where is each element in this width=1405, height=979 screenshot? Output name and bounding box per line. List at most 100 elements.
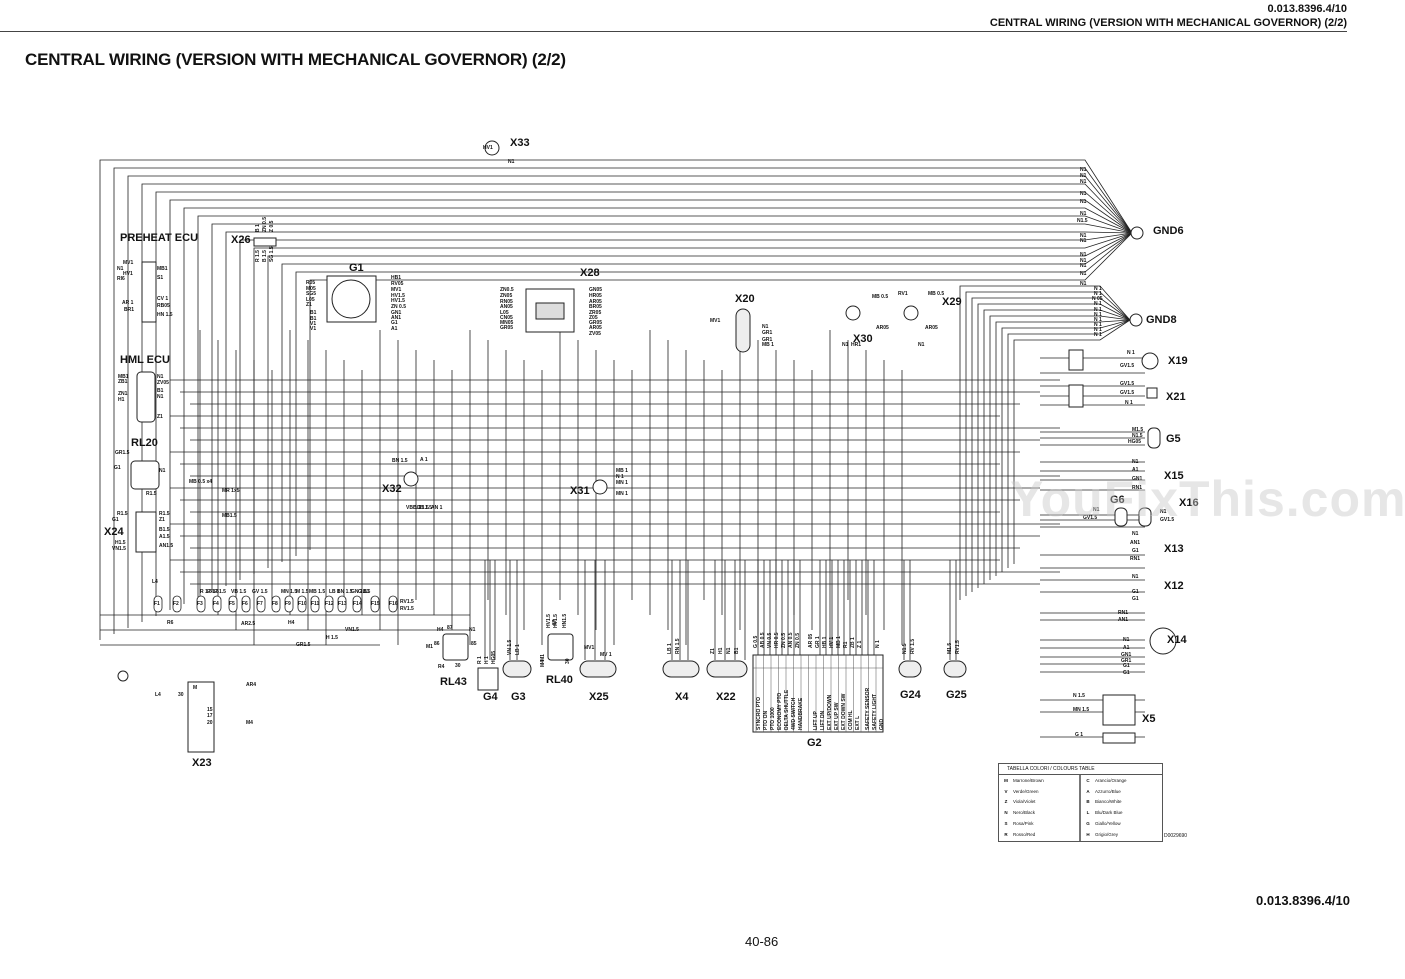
x24-connector[interactable] xyxy=(135,511,157,553)
x22-connector[interactable] xyxy=(706,660,748,678)
wire-label: M xyxy=(193,685,198,691)
wire-label: A1 xyxy=(1132,467,1139,473)
colour-code: A xyxy=(1086,788,1090,794)
wire-label: G 1 xyxy=(1075,732,1084,738)
wire-label: Z 0.5 xyxy=(269,220,275,232)
wire-label: AN1 xyxy=(1118,617,1129,623)
label-preheat-ecu: PREHEAT ECU xyxy=(120,232,199,244)
wire-label: AN1 xyxy=(1130,540,1141,546)
colour-code: G xyxy=(1086,821,1090,827)
fuse-8[interactable] xyxy=(271,595,281,613)
wire xyxy=(295,232,1133,556)
wire-label: N1.5 xyxy=(1132,433,1143,439)
wire-label: N1 xyxy=(1080,258,1087,264)
wire-label: MN 1 xyxy=(616,480,628,486)
label-g5: G5 xyxy=(1166,433,1181,445)
g6-connector[interactable] xyxy=(1114,507,1128,527)
fuse-6[interactable] xyxy=(241,595,251,613)
fuse-11[interactable] xyxy=(310,595,320,613)
fuse-7[interactable] xyxy=(256,595,266,613)
wire-label: G1 xyxy=(1132,548,1139,554)
g25-connector[interactable] xyxy=(943,660,967,678)
x14-connector[interactable] xyxy=(1149,627,1177,655)
x5-connector[interactable] xyxy=(1102,694,1136,726)
fuse-13[interactable] xyxy=(337,595,347,613)
wire-label: VN 0.5 xyxy=(767,632,773,648)
wire-label: N1 xyxy=(1080,191,1087,197)
x20-connector[interactable] xyxy=(735,308,751,353)
fuse-14[interactable] xyxy=(352,595,362,613)
x23-switch[interactable] xyxy=(187,681,215,753)
wire-label: HV1.5 xyxy=(391,293,405,299)
fuse-12[interactable] xyxy=(324,595,334,613)
x21-plug xyxy=(1068,384,1084,408)
fuse-1[interactable] xyxy=(153,595,163,613)
wire-label: V1 xyxy=(310,321,317,327)
fuse-16[interactable] xyxy=(388,595,398,613)
wire-label: 30 xyxy=(455,663,461,669)
rl20-relay[interactable] xyxy=(130,460,160,490)
x32-connector[interactable] xyxy=(403,471,419,487)
wire-label: N1 xyxy=(1080,252,1087,258)
fuse-4[interactable] xyxy=(212,595,222,613)
colour-name: Rosa/Pink xyxy=(1013,821,1034,827)
colour-code: B xyxy=(1086,799,1090,805)
wire-label: B 1.5 xyxy=(262,250,268,262)
fuse-15[interactable] xyxy=(370,595,380,613)
wire-label: EXT UP/DOWN xyxy=(827,694,833,730)
colour-code: R xyxy=(1004,831,1008,837)
wire-label: N1 xyxy=(1080,271,1087,277)
wire-label: Z 1 xyxy=(857,640,863,648)
rl43-relay[interactable] xyxy=(442,633,469,661)
label-x4: X4 xyxy=(675,691,689,703)
wire-label: 20 xyxy=(207,720,213,726)
colour-code: V xyxy=(1004,788,1008,794)
label-x23: X23 xyxy=(192,757,212,769)
x19-connector[interactable] xyxy=(1141,352,1159,370)
label-x30: X30 xyxy=(853,333,873,345)
g3-connector[interactable] xyxy=(502,660,532,678)
wire-label: MB 0.5 xyxy=(872,294,889,300)
g5-connector[interactable] xyxy=(1147,427,1161,449)
wire-label: GV1.5 xyxy=(1120,363,1135,369)
x26-connector[interactable] xyxy=(253,237,277,247)
wire-label: RB05 xyxy=(157,303,170,309)
x28-pin-block xyxy=(535,302,565,320)
wire-label: AR2.5 xyxy=(241,621,256,627)
wire-label: GR05 xyxy=(500,325,514,331)
fuse-3[interactable] xyxy=(196,595,206,613)
fuse-2[interactable] xyxy=(172,595,182,613)
hml-ecu-connector[interactable] xyxy=(136,371,156,423)
wire-label: AN 1 xyxy=(431,505,443,511)
rl40-relay[interactable] xyxy=(547,633,574,661)
wire-label: H1.5 xyxy=(115,540,126,546)
label-x21: X21 xyxy=(1166,391,1186,403)
wire-label: N 1 xyxy=(1094,301,1102,307)
fuse-9[interactable] xyxy=(284,595,294,613)
x16-connector[interactable] xyxy=(1138,507,1152,527)
label-x25: X25 xyxy=(589,691,609,703)
x33-connector[interactable] xyxy=(484,140,500,156)
wire-label: ZN0.5 xyxy=(500,287,514,293)
x29-connector[interactable] xyxy=(903,305,919,321)
wire-label: HB1 xyxy=(391,275,402,281)
g4-connector[interactable] xyxy=(477,667,499,691)
preheat-ecu-connector[interactable] xyxy=(141,261,157,323)
wire-label: N1 xyxy=(1080,199,1087,205)
wire xyxy=(155,191,1133,616)
fuse-10[interactable] xyxy=(297,595,307,613)
x4-connector[interactable] xyxy=(662,660,700,678)
fuse-5[interactable] xyxy=(228,595,238,613)
x30-connector[interactable] xyxy=(845,305,861,321)
x31-connector[interactable] xyxy=(592,479,608,495)
label-x16: X16 xyxy=(1179,497,1199,509)
wire-label: N1 xyxy=(157,394,164,400)
x25-connector[interactable] xyxy=(579,660,617,678)
wire-label: AR 1 xyxy=(122,300,134,306)
label-hml-ecu: HML ECU xyxy=(120,354,170,366)
g24-connector[interactable] xyxy=(898,660,922,678)
wire-label: B1 xyxy=(157,388,164,394)
x21-connector[interactable] xyxy=(1146,387,1158,399)
wire-label: ZR05 xyxy=(589,310,602,316)
wire xyxy=(197,215,1133,598)
